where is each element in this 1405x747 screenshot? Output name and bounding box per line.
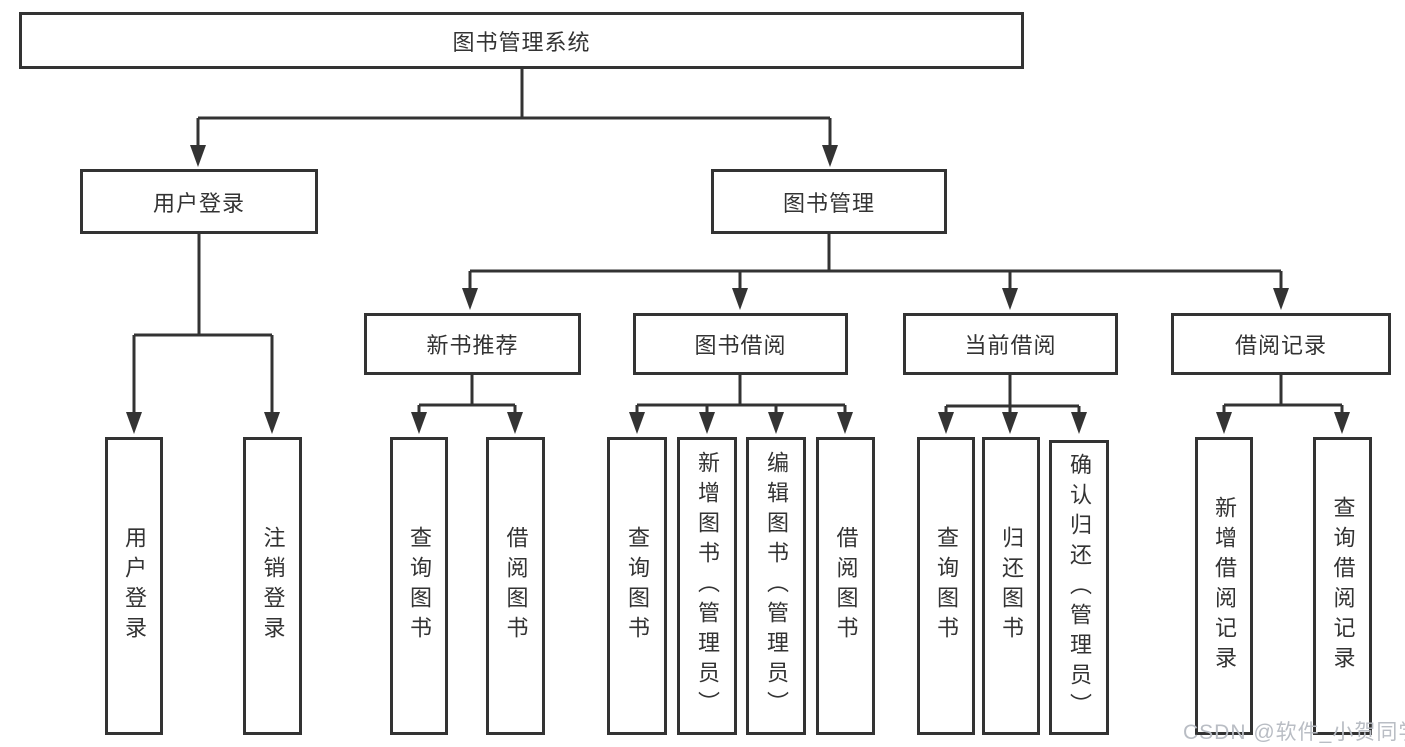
watermark: CSDN @软件_小贺同学 <box>1183 721 1405 744</box>
arrow-down-icon <box>1334 412 1350 434</box>
node-label: 查询借阅记录 <box>1330 496 1356 676</box>
leaf-borrow-book-recommend: 借阅图书 <box>486 437 545 735</box>
leaf-add-borrow-record: 新增借阅记录 <box>1195 437 1253 735</box>
node-root-system: 图书管理系统 <box>19 12 1024 69</box>
leaf-query-book-current: 查询图书 <box>917 437 975 735</box>
node-label: 查询图书 <box>625 526 650 646</box>
arrow-down-icon <box>462 288 478 310</box>
node-label: 新书推荐 <box>426 333 519 358</box>
node-user-login: 用户登录 <box>80 169 318 234</box>
arrow-down-icon <box>507 412 523 434</box>
leaf-query-book-borrow: 查询图书 <box>607 437 667 735</box>
arrow-down-icon <box>1071 412 1087 434</box>
node-label: 当前借阅 <box>964 333 1057 358</box>
arrow-down-icon <box>629 412 645 434</box>
leaf-query-borrow-record: 查询借阅记录 <box>1313 437 1372 735</box>
node-label: 图书借阅 <box>694 333 787 358</box>
leaf-edit-book-admin: 编辑图书（管理员） <box>746 437 806 735</box>
node-label: 确认归还（管理员） <box>1067 452 1092 723</box>
node-label: 查询图书 <box>934 526 959 646</box>
node-book-borrow: 图书借阅 <box>633 313 848 375</box>
arrow-down-icon <box>1002 288 1018 310</box>
leaf-confirm-return-admin: 确认归还（管理员） <box>1049 440 1109 735</box>
arrow-down-icon <box>264 412 280 434</box>
arrow-down-icon <box>1002 412 1018 434</box>
arrow-down-icon <box>126 412 142 434</box>
node-label: 编辑图书（管理员） <box>764 451 789 721</box>
leaf-return-book: 归还图书 <box>982 437 1040 735</box>
node-label: 归还图书 <box>999 526 1024 646</box>
arrow-down-icon <box>1216 412 1232 434</box>
leaf-user-login: 用户登录 <box>105 437 163 735</box>
leaf-logout: 注销登录 <box>243 437 302 735</box>
node-label: 查询图书 <box>407 526 432 646</box>
arrow-down-icon <box>768 412 784 434</box>
connector-new-book-children <box>411 374 523 434</box>
node-label: 用户登录 <box>152 190 245 216</box>
arrow-down-icon <box>938 412 954 434</box>
connector-borrow-record-children <box>1216 374 1350 434</box>
node-label: 新增借阅记录 <box>1212 496 1237 676</box>
node-label: 图书管理 <box>782 190 875 216</box>
node-label: 借阅图书 <box>833 526 859 646</box>
node-label: 新增图书（管理员） <box>695 451 720 721</box>
leaf-query-book-recommend: 查询图书 <box>390 437 448 735</box>
arrow-down-icon <box>190 145 206 167</box>
arrow-down-icon <box>837 412 853 434</box>
arrow-down-icon <box>699 412 715 434</box>
node-label: 图书管理系统 <box>452 29 591 55</box>
node-current-borrow: 当前借阅 <box>903 313 1118 375</box>
leaf-add-book-admin: 新增图书（管理员） <box>677 437 737 735</box>
arrow-down-icon <box>822 145 838 167</box>
arrow-down-icon <box>411 412 427 434</box>
connector-book-borrow-children <box>629 374 853 434</box>
node-label: 借阅记录 <box>1234 333 1327 358</box>
connector-book-management-children <box>462 233 1289 310</box>
node-borrow-records: 借阅记录 <box>1171 313 1391 375</box>
node-label: 注销登录 <box>260 526 286 646</box>
node-label: 用户登录 <box>122 526 147 646</box>
node-label: 借阅图书 <box>503 526 529 646</box>
leaf-borrow-book: 借阅图书 <box>816 437 875 735</box>
connector-user-login-children <box>126 233 280 434</box>
arrow-down-icon <box>732 288 748 310</box>
node-new-book-recommend: 新书推荐 <box>364 313 581 375</box>
connector-root-to-level2 <box>190 68 838 167</box>
arrow-down-icon <box>1273 288 1289 310</box>
connector-current-borrow-children <box>938 374 1087 434</box>
node-book-management: 图书管理 <box>711 169 947 234</box>
